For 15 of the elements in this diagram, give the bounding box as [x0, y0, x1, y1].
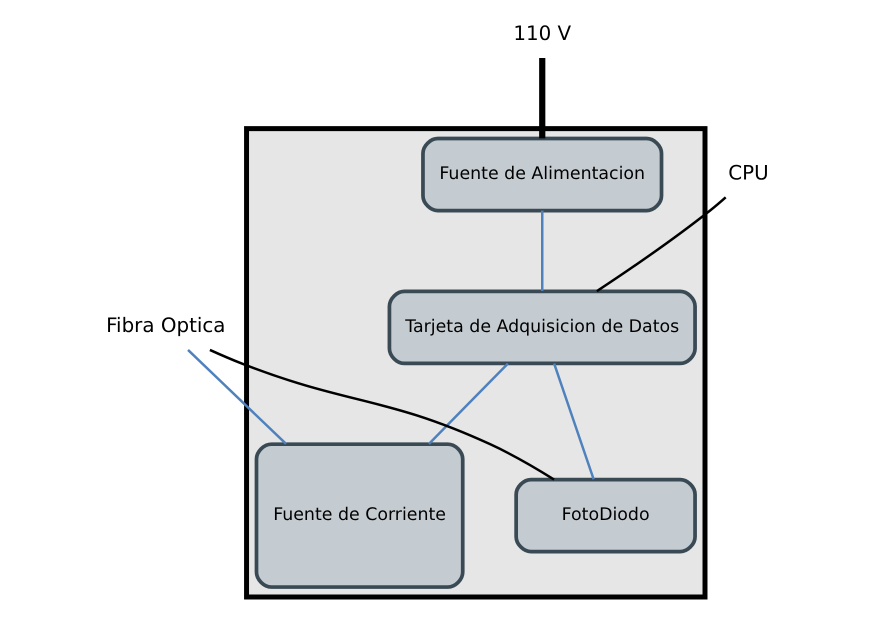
node-box: FotoDiodo [514, 478, 697, 554]
connector [209, 348, 555, 481]
connector [541, 210, 544, 291]
connector [187, 349, 287, 445]
node-text: 110 V [513, 22, 572, 46]
connector [539, 58, 546, 138]
node-box: Fuente de Alimentacion [421, 136, 664, 212]
connector [428, 362, 509, 445]
connector [552, 363, 595, 480]
node-text: CPU [728, 161, 769, 184]
connector [596, 196, 727, 292]
node-text: Fibra Optica [106, 314, 226, 338]
node-box: Tarjeta de Adquisicion de Datos [388, 290, 697, 366]
node-box: Fuente de Corriente [254, 442, 465, 589]
cluster [244, 126, 708, 600]
